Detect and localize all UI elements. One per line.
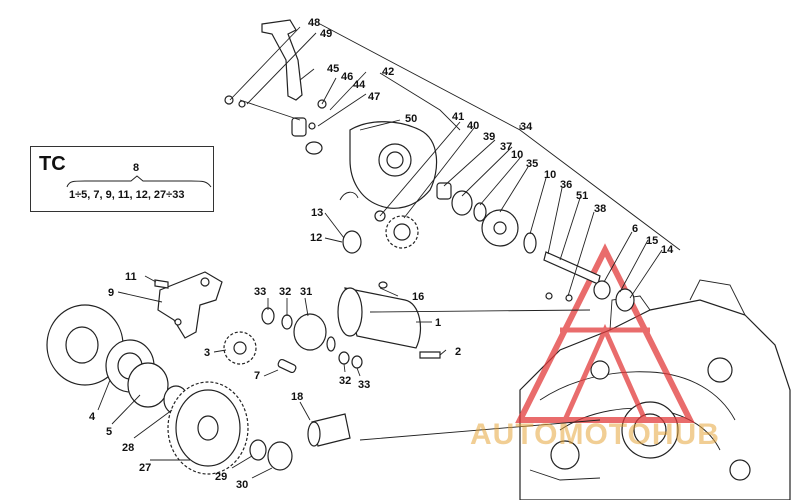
part-label: 27 <box>139 462 151 474</box>
part-label: 1 <box>435 317 441 329</box>
part-label: 50 <box>405 113 417 125</box>
part-label: 4 <box>89 411 96 423</box>
starter-bendix <box>261 307 363 369</box>
watermark-text: AUTOMOTOHUB <box>470 418 720 451</box>
watermark-logo <box>515 243 695 423</box>
part-label: 44 <box>353 79 366 91</box>
part-label: 28 <box>122 442 134 454</box>
kickstart-shaft-assembly <box>436 182 635 312</box>
part-label: 49 <box>320 28 332 40</box>
part-label: 15 <box>646 235 658 247</box>
reduction-gear <box>223 331 297 374</box>
part-label: 35 <box>526 158 538 170</box>
kickstart-lever <box>224 19 327 155</box>
tc-legend-box: TC 8 1÷5, 7, 9, 11, 12, 27÷33 <box>30 146 214 212</box>
part-label: 5 <box>106 426 112 438</box>
leader-lines <box>97 23 681 479</box>
part-label: 51 <box>576 190 588 202</box>
part-label: 6 <box>632 223 638 235</box>
bushing-set <box>249 413 351 471</box>
part-label: 45 <box>327 63 339 75</box>
part-label: 46 <box>341 71 353 83</box>
part-label: 47 <box>368 91 380 103</box>
starter-driven-gear <box>167 381 249 475</box>
part-label: 13 <box>311 207 323 219</box>
part-label: 3 <box>204 347 210 359</box>
part-label: 41 <box>452 111 464 123</box>
idler-gear <box>339 191 419 254</box>
part-label: 39 <box>483 131 495 143</box>
mounting-bracket <box>154 271 223 339</box>
part-label: 14 <box>661 244 674 256</box>
part-label: 9 <box>108 287 114 299</box>
part-label: 11 <box>125 271 137 283</box>
part-number-labels: 48 49 45 46 42 44 47 50 41 40 34 39 37 1… <box>89 17 674 491</box>
part-label: 32 <box>279 286 291 298</box>
part-label: 2 <box>455 346 461 358</box>
part-label: 40 <box>467 120 479 132</box>
part-label: 37 <box>500 141 512 153</box>
part-label: 33 <box>358 379 370 391</box>
crankcase <box>519 279 791 500</box>
part-label: 7 <box>254 370 260 382</box>
tc-part-range: 1÷5, 7, 9, 11, 12, 27÷33 <box>69 189 185 201</box>
tc-kit-number: 8 <box>133 162 140 174</box>
part-label: 16 <box>412 291 424 303</box>
tc-title: TC <box>39 153 66 175</box>
part-label: 18 <box>291 391 303 403</box>
part-label: 29 <box>215 471 227 483</box>
part-label: 38 <box>594 203 606 215</box>
flywheel-assembly <box>46 304 189 415</box>
part-label: 30 <box>236 479 248 491</box>
kickstart-cover <box>349 121 438 209</box>
part-label: 48 <box>308 17 320 29</box>
part-label: 33 <box>254 286 266 298</box>
part-label: 31 <box>300 286 312 298</box>
starter-motor <box>337 281 441 359</box>
part-label: 12 <box>310 232 322 244</box>
part-label: 36 <box>560 179 572 191</box>
part-label: 32 <box>339 375 351 387</box>
part-label: 42 <box>382 66 394 78</box>
part-label: 10 <box>511 149 523 161</box>
tc-brace <box>66 175 212 188</box>
part-label: 10 <box>544 169 556 181</box>
part-label: 34 <box>520 121 533 133</box>
